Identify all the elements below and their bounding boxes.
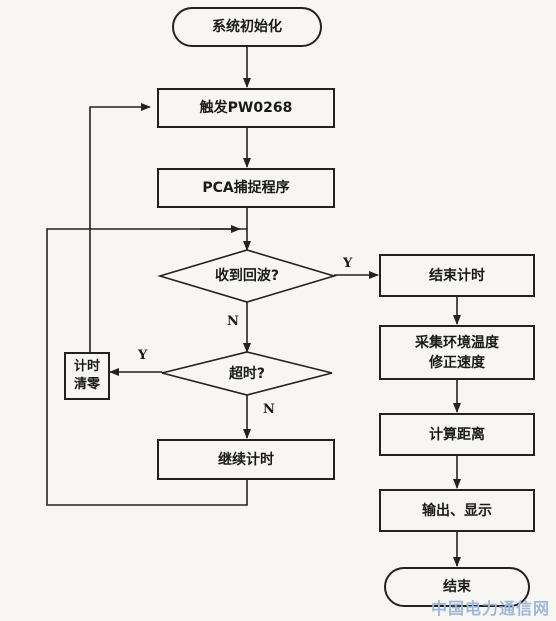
node-output: 输出、显示	[379, 489, 535, 532]
node-trigger: 触发PW0268	[157, 88, 335, 128]
node-collect: 采集环境温度 修正速度	[379, 325, 535, 380]
watermark: 中国电力通信网	[430, 599, 550, 618]
decision-echo-label: 收到回波?	[214, 268, 280, 284]
node-stop-timer: 结束计时	[379, 254, 535, 297]
decision-timeout-shape	[161, 351, 333, 396]
decision-timeout-label: 超时?	[228, 366, 266, 382]
node-compute: 计算距离	[379, 413, 535, 456]
label-echo-no: N	[227, 314, 239, 329]
node-continue: 继续计时	[157, 439, 335, 480]
arrow-reset-to-trigger	[89, 103, 151, 352]
node-reset: 计时 清零	[64, 352, 110, 400]
decision-echo-shape	[157, 249, 337, 303]
node-start: 系统初始化	[172, 7, 322, 47]
arrow-continue-loop	[46, 228, 248, 506]
label-timeout-yes: Y	[138, 348, 148, 363]
node-end: 结束	[384, 567, 530, 607]
label-echo-yes: Y	[343, 256, 353, 271]
node-capture: PCA捕捉程序	[157, 168, 335, 208]
label-timeout-no: N	[263, 402, 275, 417]
